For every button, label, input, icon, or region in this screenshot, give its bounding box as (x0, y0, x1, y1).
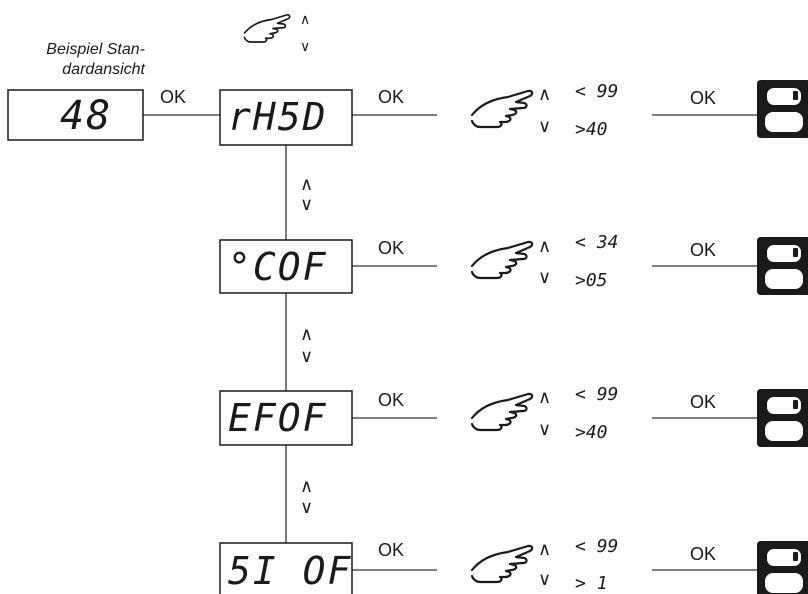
display-code: °COF (228, 245, 328, 289)
down-arrow: ∨ (538, 569, 552, 589)
up-arrow: ∧ (538, 387, 552, 407)
ok-label: OK (378, 540, 405, 560)
pointing-hand-icon (470, 89, 534, 129)
down-arrow: ∨ (538, 116, 552, 136)
ok-label: OK (160, 87, 187, 107)
down-arrow: ∨ (300, 194, 314, 214)
save-icon (757, 80, 808, 138)
lower-limit: >40 (575, 119, 608, 140)
upper-limit: < 99 (575, 384, 619, 405)
save-icon (757, 237, 808, 295)
lower-limit: > 1 (575, 573, 608, 594)
up-arrow: ∧ (538, 236, 552, 256)
ok-label: OK (690, 544, 717, 564)
lower-limit: >05 (575, 270, 608, 291)
standard-display-value: 48 (60, 93, 113, 139)
upper-limit: < 99 (575, 81, 619, 102)
down-arrow: ∨ (538, 419, 552, 439)
display-box-5iof (219, 542, 353, 594)
save-icon (757, 389, 808, 447)
upper-limit: < 34 (575, 232, 619, 253)
display-box-ccof (219, 239, 353, 294)
ok-label: OK (378, 390, 405, 410)
pointing-hand-icon (470, 392, 534, 432)
ok-label: OK (690, 240, 717, 260)
up-arrow: ∧ (538, 84, 552, 104)
up-arrow: ∧ (300, 174, 314, 194)
ok-label: OK (378, 87, 405, 107)
pointing-hand-icon (243, 14, 291, 43)
pointing-hand-icon (470, 240, 534, 280)
down-arrow: ∨ (300, 38, 311, 54)
up-arrow: ∧ (300, 324, 314, 344)
display-code: EFOF (228, 396, 328, 440)
down-arrow: ∨ (300, 346, 314, 366)
ok-label: OK (378, 238, 405, 258)
lower-limit: >40 (575, 422, 608, 443)
display-box-rh5d (219, 89, 353, 146)
up-arrow: ∧ (538, 539, 552, 559)
display-box-efof (219, 390, 353, 446)
upper-limit: < 99 (575, 536, 619, 557)
up-arrow: ∧ (300, 476, 314, 496)
standard-display-box (7, 89, 144, 141)
down-arrow: ∨ (300, 497, 314, 517)
up-arrow: ∧ (300, 11, 311, 27)
ok-label: OK (690, 88, 717, 108)
down-arrow: ∨ (538, 267, 552, 287)
ok-label: OK (690, 392, 717, 412)
display-code: 5I OF (228, 549, 353, 593)
pointing-hand-icon (470, 544, 534, 584)
standard-view-caption: Beispiel Stan- dardansicht (46, 41, 145, 78)
connector-lines (143, 114, 757, 571)
save-icon (757, 541, 808, 594)
display-code: rH5D (228, 95, 328, 139)
